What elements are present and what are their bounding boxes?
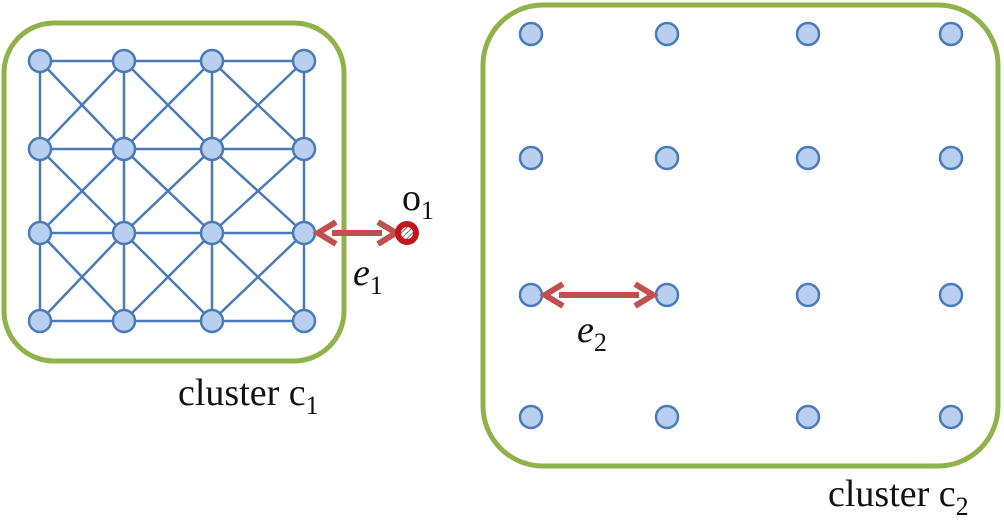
cluster-c1-node [111, 220, 137, 246]
cluster-c2-node [938, 282, 964, 308]
cluster-c2-node [795, 404, 821, 430]
cluster-c2-node [795, 145, 821, 171]
cluster-c1-nodes [27, 48, 317, 334]
edge-e1-head-left [312, 219, 338, 247]
cluster-c2-node [518, 404, 544, 430]
cluster-c2: cluster c2 [480, 2, 1001, 521]
cluster-c1-edge [211, 148, 305, 234]
cluster-c2-node [938, 21, 964, 47]
cluster-c2-node [938, 145, 964, 171]
cluster-c1-edge [211, 232, 305, 322]
cluster-c2-node [938, 404, 964, 430]
cluster-c1-node [199, 220, 225, 246]
outlier-o1: o1 [395, 177, 434, 245]
cluster-c1-edges [38, 59, 306, 323]
edge-e1: e1 [312, 219, 402, 300]
cluster-c1-node [27, 308, 53, 334]
cluster-c1-node [291, 48, 317, 74]
cluster-c1-node [27, 48, 53, 74]
cluster-c2-node [518, 282, 544, 308]
cluster-c1-edge [123, 60, 213, 150]
edge-e2-head-right [633, 281, 659, 309]
cluster-c1-edge [123, 148, 213, 234]
cluster-c1-node [291, 308, 317, 334]
cluster-c1-boundary [1, 20, 347, 364]
outlier-o1-node [395, 221, 419, 245]
cluster-c1-node [199, 48, 225, 74]
cluster-c2-node [654, 282, 680, 308]
cluster-c1-node [111, 308, 137, 334]
edge-e2-label: e2 [577, 309, 607, 357]
cluster-c1-edge [39, 148, 125, 234]
cluster-c1-node [111, 48, 137, 74]
cluster-c2-node [654, 21, 680, 47]
cluster-c2-nodes [518, 21, 964, 430]
cluster-c2-node [795, 282, 821, 308]
cluster-c1-node [291, 220, 317, 246]
cluster-c1-node [27, 136, 53, 162]
cluster-c1-edge [211, 60, 305, 150]
cluster-c1-node [199, 136, 225, 162]
cluster-c2-node [518, 21, 544, 47]
edge-e1-label: e1 [353, 252, 383, 300]
cluster-c1-node [27, 220, 53, 246]
cluster-c1-node [199, 308, 225, 334]
cluster-c2-label: cluster c2 [828, 473, 969, 521]
cluster-c1-edge [39, 60, 125, 150]
cluster-c1-edge [123, 232, 213, 322]
cluster-c2-node [795, 21, 821, 47]
cluster-c1: cluster c1 [1, 20, 347, 420]
cluster-c1-node [111, 136, 137, 162]
cluster-c2-node [654, 145, 680, 171]
cluster-c2-node [518, 145, 544, 171]
cluster-c1-edge [39, 232, 125, 322]
cluster-c1-label: cluster c1 [178, 372, 319, 420]
outlier-o1-label: o1 [402, 177, 434, 225]
cluster-c2-boundary [480, 2, 1001, 469]
edge-e1-arrow [312, 219, 402, 247]
edge-e2-arrow [539, 281, 659, 309]
edge-e2: e2 [539, 281, 659, 357]
cluster-c2-node [654, 404, 680, 430]
edge-e2-head-left [539, 281, 565, 309]
cluster-c1-node [291, 136, 317, 162]
